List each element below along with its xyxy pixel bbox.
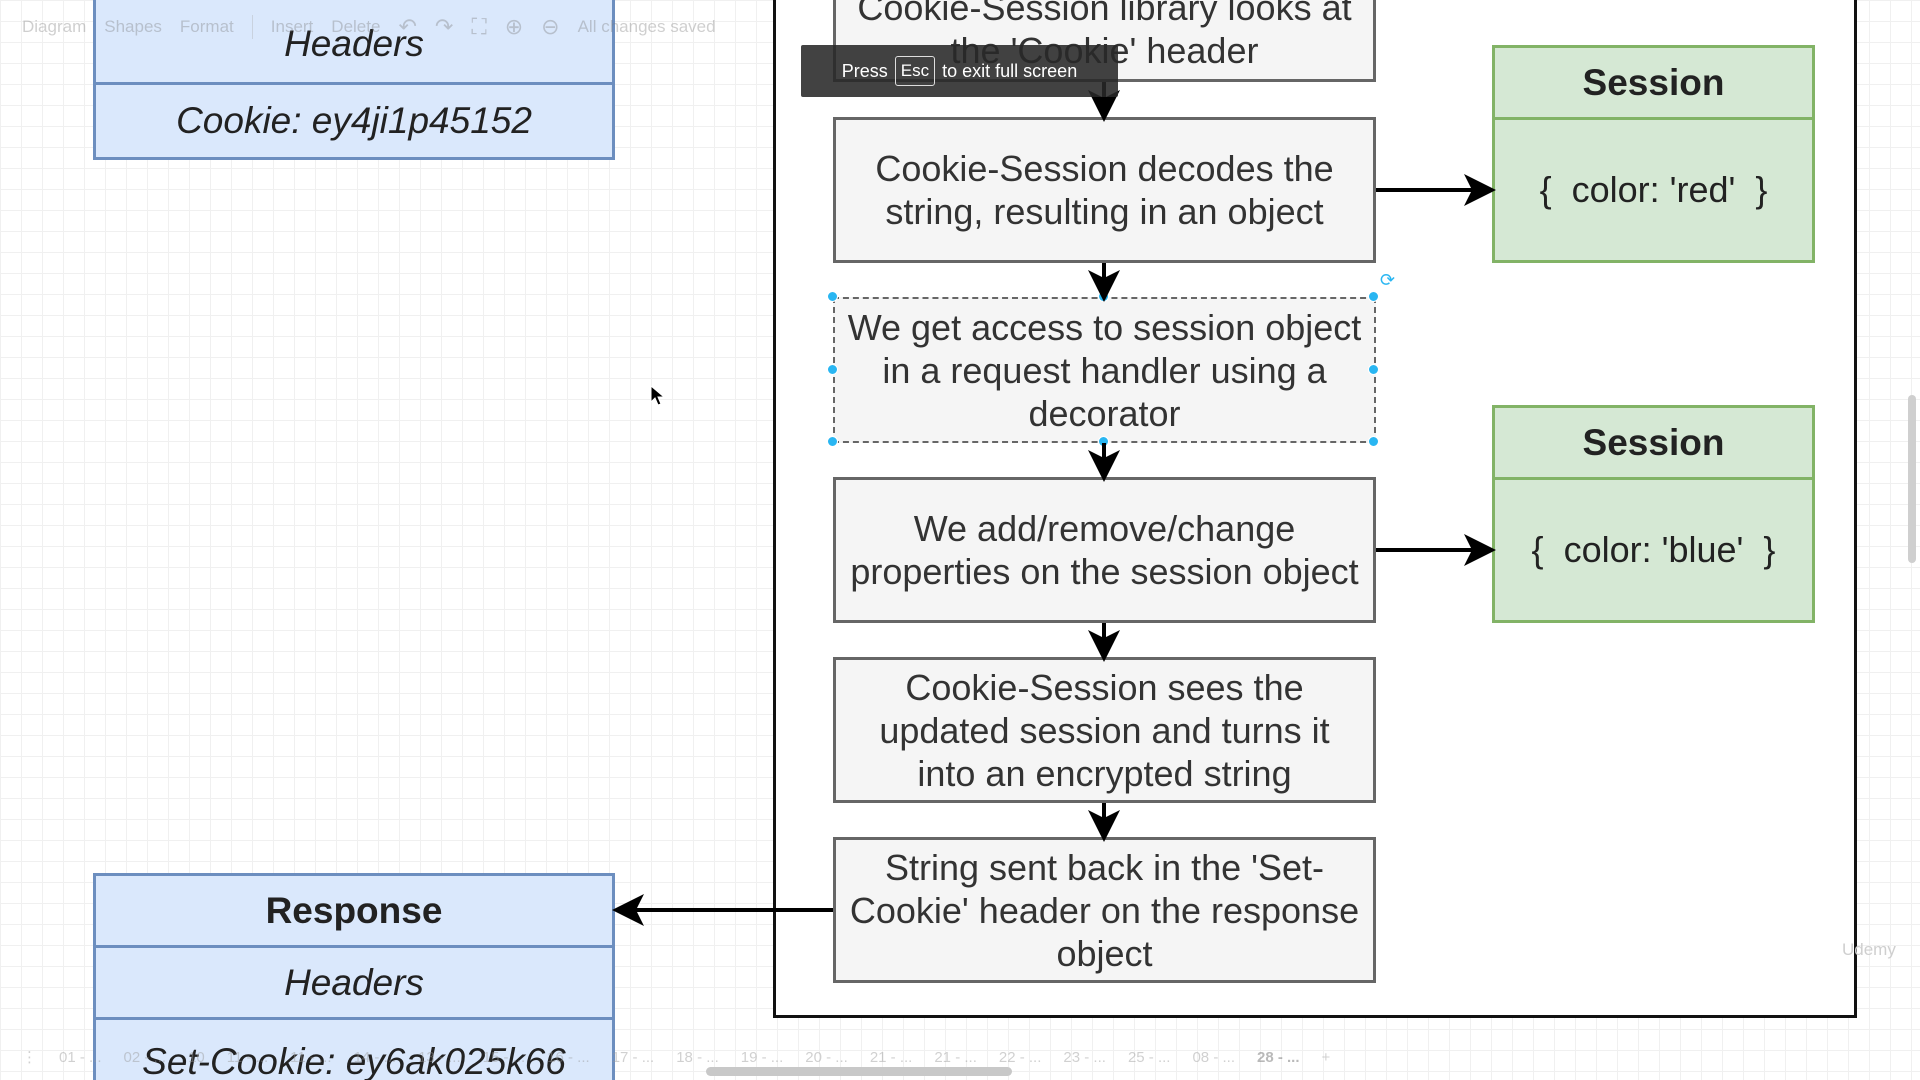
- step-modify-session[interactable]: We add/remove/change properties on the s…: [833, 477, 1376, 623]
- request-headers-label: Headers: [96, 0, 612, 85]
- resize-handle-top-left[interactable]: [827, 291, 838, 302]
- response-title: Response: [96, 876, 612, 948]
- session-title: Session: [1495, 408, 1812, 480]
- toolbar-divider: [251, 15, 253, 39]
- page-tab[interactable]: 08 - ...: [1192, 1048, 1235, 1066]
- page-tab[interactable]: 25 - ...: [1127, 1048, 1171, 1066]
- page-tab[interactable]: 19 - ...: [740, 1048, 784, 1066]
- session-value: { color: 'red' }: [1539, 169, 1768, 210]
- resize-handle-right[interactable]: [1368, 364, 1379, 375]
- session-title: Session: [1495, 48, 1812, 120]
- page-menu-icon[interactable]: ⋮: [22, 1049, 37, 1066]
- page-tab[interactable]: 14 - ...: [353, 1048, 397, 1066]
- rotate-icon[interactable]: ⟳: [1380, 270, 1396, 290]
- resize-handle-bottom[interactable]: [1098, 436, 1109, 447]
- insert-button[interactable]: Insert: [270, 17, 314, 36]
- fullscreen-icon[interactable]: ⛶: [471, 14, 487, 39]
- page-tab[interactable]: 10: [188, 1048, 205, 1066]
- resize-handle-bottom-left[interactable]: [827, 436, 838, 447]
- page-tab[interactable]: 23 - ...: [1063, 1048, 1106, 1066]
- undo-icon[interactable]: ↶: [398, 14, 417, 39]
- resize-handle-top-right[interactable]: [1368, 291, 1379, 302]
- page-tab[interactable]: 11 - ...: [226, 1048, 269, 1066]
- page-tab[interactable]: 11 - ...: [290, 1048, 332, 1066]
- session-card-blue[interactable]: Session { color: 'blue' }: [1492, 405, 1815, 623]
- page-tab[interactable]: 28 - ...: [1257, 1048, 1300, 1066]
- diagram-menu[interactable]: Diagram: [22, 17, 87, 36]
- redo-icon[interactable]: ↷: [434, 14, 454, 39]
- page-tab[interactable]: 20 - ...: [805, 1048, 848, 1066]
- shapes-button[interactable]: Shapes: [104, 17, 162, 36]
- delete-button[interactable]: Delete: [331, 17, 381, 36]
- page-tab[interactable]: 15 - ...: [482, 1048, 526, 1066]
- step-access-session-selected[interactable]: We get access to session object in a req…: [833, 297, 1376, 443]
- request-cookie-value: Cookie: ey4ji1p45152: [176, 100, 532, 141]
- fullscreen-toast: Press Esc to exit full screen: [801, 45, 1118, 97]
- toolbar: Diagram Shapes Format Insert Delete ↶ ↷ …: [0, 0, 1920, 54]
- response-set-cookie-value: Set-Cookie: ey6ak025k66: [142, 1041, 566, 1080]
- resize-handle-left[interactable]: [827, 364, 838, 375]
- page-tab[interactable]: 16 - ...: [547, 1048, 590, 1066]
- mouse-cursor-icon: [650, 385, 666, 406]
- page-tab[interactable]: 17 - ...: [611, 1048, 655, 1066]
- step-encrypt-session[interactable]: Cookie-Session sees the updated session …: [833, 657, 1376, 803]
- horizontal-scrollbar[interactable]: [706, 1067, 1012, 1076]
- page-tabs: ⋮ 01 - ... 02 - ... 10 11 - ... 11 - ... 14 -…: [0, 1045, 1920, 1069]
- session-value: { color: 'blue' }: [1531, 529, 1776, 570]
- zoom-out-icon[interactable]: ⊖: [541, 14, 560, 39]
- request-card[interactable]: Headers Cookie: ey4ji1p45152: [93, 0, 615, 160]
- zoom-in-icon[interactable]: ⊕: [504, 14, 524, 39]
- toast-press-text: Press: [841, 60, 888, 81]
- toast-esc-key: Esc: [894, 56, 936, 86]
- udemy-watermark: Udemy: [1842, 940, 1896, 959]
- toast-exit-text: to exit full screen: [942, 60, 1078, 81]
- step-decode-string[interactable]: Cookie-Session decodes the string, resul…: [833, 117, 1376, 263]
- response-card[interactable]: Response Headers Set-Cookie: ey6ak025k66: [93, 873, 615, 1080]
- format-button[interactable]: Format: [179, 17, 234, 36]
- save-status: All changes saved: [577, 17, 716, 36]
- page-tab[interactable]: 02 - ...: [123, 1048, 167, 1066]
- vertical-scrollbar[interactable]: [1908, 395, 1916, 563]
- add-page-icon[interactable]: +: [1321, 1048, 1331, 1066]
- step-send-set-cookie[interactable]: String sent back in the 'Set-Cookie' hea…: [833, 837, 1376, 983]
- resize-handle-bottom-right[interactable]: [1368, 436, 1379, 447]
- page-tab[interactable]: 13 - ...: [418, 1048, 461, 1066]
- session-card-red[interactable]: Session { color: 'red' }: [1492, 45, 1815, 263]
- page-tab[interactable]: 21 - ...: [869, 1048, 913, 1066]
- response-headers-label: Headers: [96, 948, 612, 1020]
- page-tab[interactable]: 22 - ...: [998, 1048, 1042, 1066]
- page-tab[interactable]: 18 - ...: [676, 1048, 719, 1066]
- page-tab[interactable]: 21 - ...: [934, 1048, 977, 1066]
- page-tab[interactable]: 01 - ...: [59, 1048, 102, 1066]
- resize-handle-top[interactable]: [1098, 291, 1109, 302]
